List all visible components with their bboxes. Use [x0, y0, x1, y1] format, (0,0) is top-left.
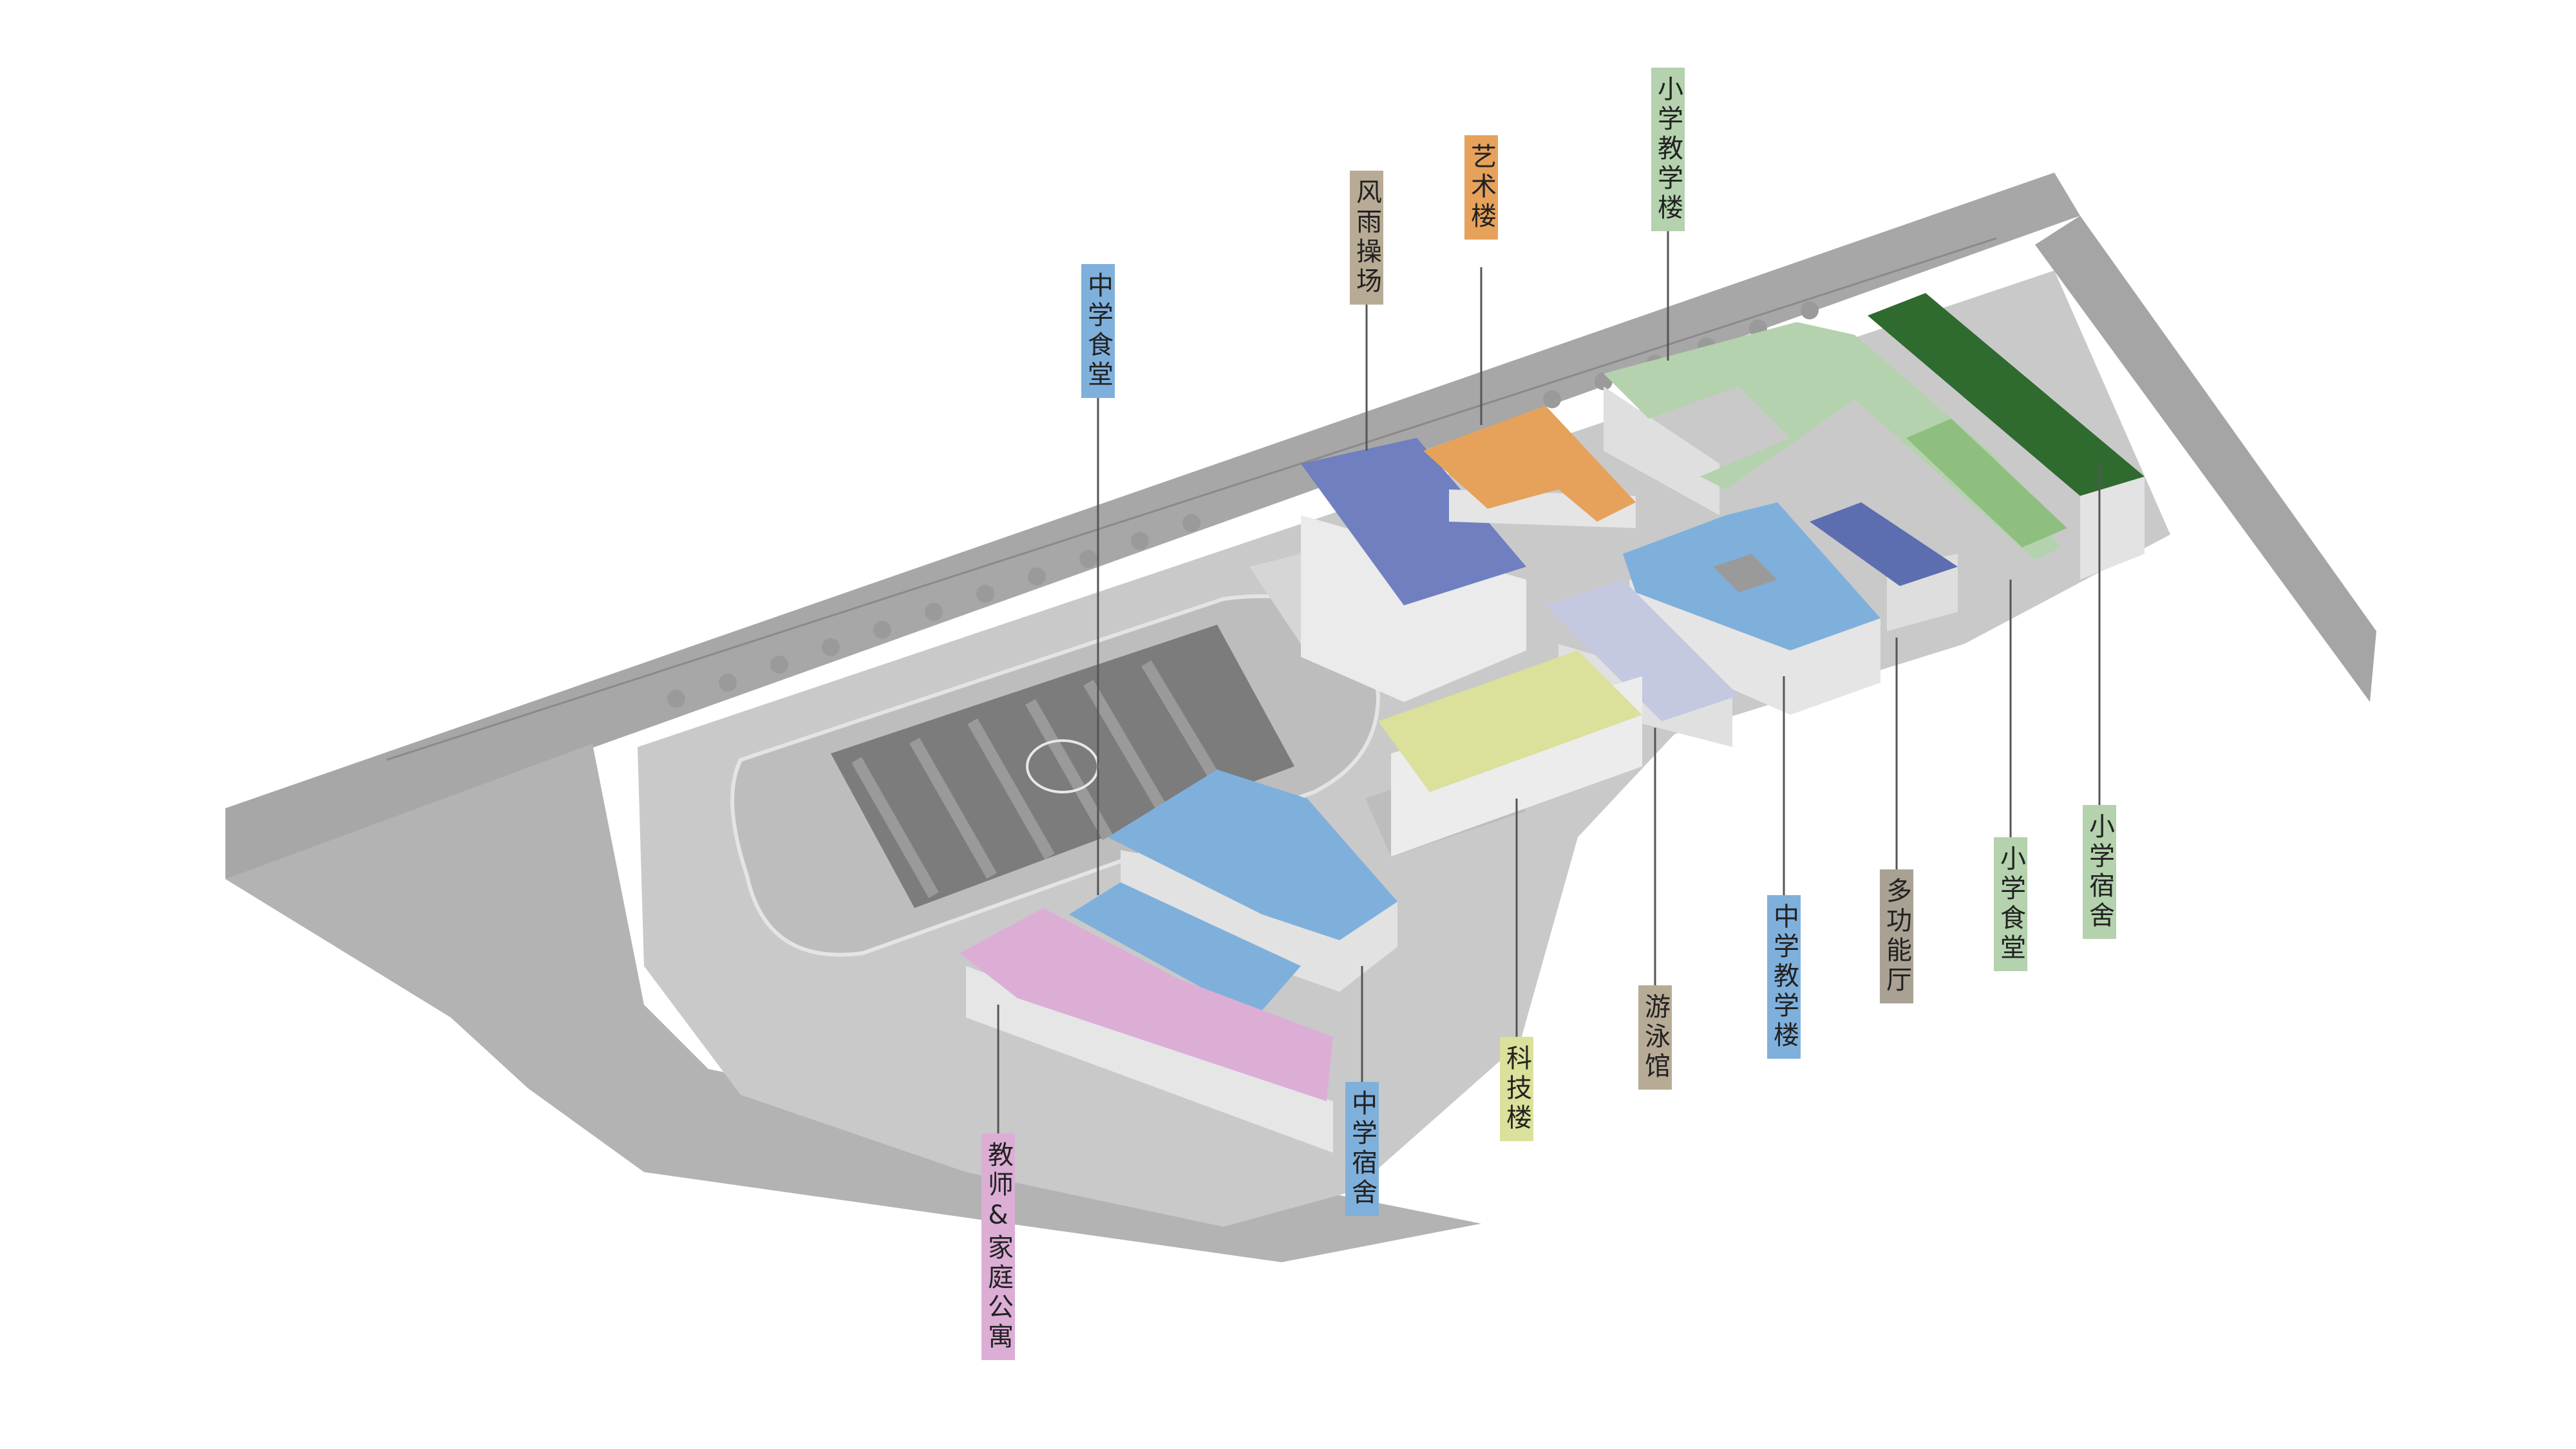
label-science-building: 科技楼: [1500, 1037, 1533, 1141]
teacher-apartment-wall: [966, 966, 1333, 1153]
leader-lines: [997, 229, 2101, 1133]
middle-canteen-roof: [1069, 882, 1301, 1018]
label-rain-playground: 风雨操场: [1350, 171, 1383, 305]
art-building-roof: [1423, 406, 1636, 522]
primary-dorm-wall: [2080, 477, 2145, 580]
middle-dorm-wall: [1121, 850, 1397, 992]
middle-dorm-roof: [1108, 770, 1397, 940]
road-marking: [386, 237, 1997, 761]
label-natatorium: 游泳馆: [1638, 985, 1672, 1090]
label-primary-canteen: 小学食堂: [1994, 837, 2027, 971]
pitch-stripes: [851, 660, 1229, 898]
rain-playground-wall: [1301, 515, 1526, 702]
label-primary-teaching: 小学教学楼: [1651, 68, 1685, 231]
label-art-building: 艺术楼: [1464, 135, 1498, 240]
rain-playground-roof: [1301, 438, 1526, 605]
label-primary-dorm: 小学宿舍: [2083, 805, 2116, 939]
teacher-apartment-roof: [960, 908, 1333, 1101]
label-middle-teaching: 中学教学楼: [1767, 895, 1801, 1059]
label-middle-canteen: 中学食堂: [1081, 264, 1115, 398]
multi-hall-roof: [1810, 502, 1958, 586]
science-building-roof: [1378, 650, 1642, 792]
bottom-road: [225, 744, 1481, 1262]
primary-teaching-wall: [1604, 386, 1719, 515]
middle-teaching-court: [1713, 554, 1777, 592]
primary-dorm-roof: [1868, 293, 2145, 496]
primary-canteen-roof: [1906, 419, 2067, 547]
side-road: [2035, 216, 2376, 702]
main-road: [225, 173, 2080, 879]
label-multi-hall: 多功能厅: [1880, 869, 1913, 1003]
label-teacher-apartment: 教师&家庭公寓: [981, 1133, 1015, 1360]
natatorium-roof: [1546, 580, 1739, 721]
primary-teaching-roof: [1604, 322, 2061, 560]
label-middle-dorm: 中学宿舍: [1345, 1082, 1379, 1216]
